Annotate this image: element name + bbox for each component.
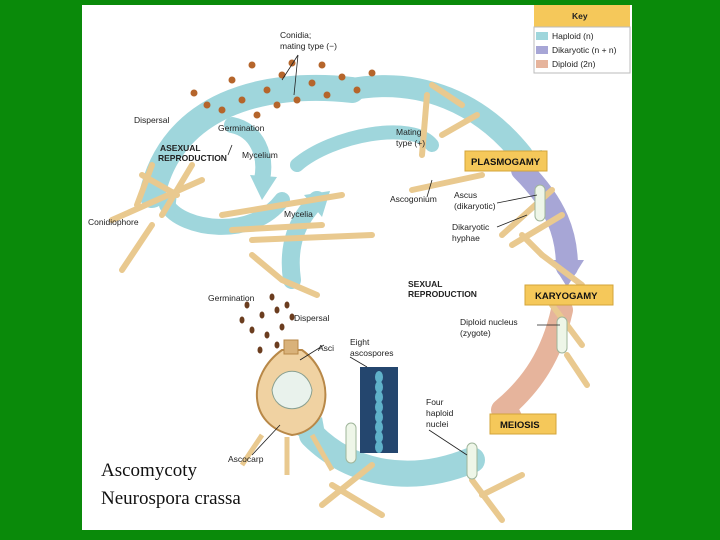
- label-ascospores: ascospores: [350, 348, 393, 358]
- key-legend: Key Haploid (n) Dikaryotic (n + n) Diplo…: [533, 5, 631, 74]
- caption: Ascomycoty Neurospora crassa: [101, 457, 321, 513]
- hyphae: [109, 82, 590, 523]
- label-asexual: ASEXUAL: [160, 143, 201, 153]
- label-germination-bottom: Germination: [208, 293, 255, 303]
- ascocarp: [239, 339, 335, 475]
- neurospora-life-cycle-diagram: Key Haploid (n) Dikaryotic (n + n) Diplo…: [88, 5, 631, 523]
- label-diploid-nucleus: Diploid nucleus: [460, 317, 518, 327]
- asci-capsules: [345, 184, 568, 480]
- arrow-germination-mycelium: [224, 117, 272, 188]
- key-dikaryotic: Dikaryotic (n + n): [552, 45, 617, 55]
- label-ascocarp: Ascocarp: [228, 454, 264, 464]
- eight-ascospores-inset: [360, 367, 398, 453]
- caption-line-2: Neurospora crassa: [101, 488, 241, 509]
- label-four: Four: [426, 397, 444, 407]
- label-conidia: Conidia;: [280, 30, 311, 40]
- arrowhead-mycelium: [250, 175, 277, 200]
- haploid-arrows: [139, 74, 533, 487]
- label-ascus-dikaryotic: (dikaryotic): [454, 201, 496, 211]
- label-hyphae: hyphae: [452, 233, 480, 243]
- label-germination-top: Germination: [218, 123, 265, 133]
- label-dispersal-top: Dispersal: [134, 115, 170, 125]
- diploid-arrows: [491, 299, 573, 425]
- caption-line-1: Ascomycoty: [101, 460, 198, 481]
- label-sexual-reproduction: REPRODUCTION: [408, 289, 477, 299]
- label-conidiophore: Conidiophore: [88, 217, 139, 227]
- label-asexual-reproduction: REPRODUCTION: [158, 153, 227, 163]
- leader-lines: [227, 54, 560, 456]
- label-eight: Eight: [350, 337, 370, 347]
- svg-text:MEIOSIS: MEIOSIS: [500, 420, 540, 431]
- label-haploid: haploid: [426, 408, 454, 418]
- arrow-dispersal-top: [139, 74, 365, 208]
- conidia-spores: [190, 59, 376, 119]
- label-mycelium: Mycelium: [242, 150, 278, 160]
- stage-karyogamy: KARYOGAMY: [524, 284, 614, 306]
- arrowhead-return: [297, 417, 328, 450]
- stage-plasmogamy: PLASMOGAMY: [464, 150, 548, 172]
- key-title: Key: [572, 11, 588, 21]
- svg-text:KARYOGAMY: KARYOGAMY: [535, 291, 598, 302]
- label-nuclei: nuclei: [426, 419, 448, 429]
- ascospores-dispersal: [239, 293, 295, 354]
- key-diploid: Diploid (2n): [552, 59, 596, 69]
- diagram-labels: Conidia; mating type (−) Dispersal Germi…: [88, 30, 518, 464]
- label-mating-plus: Mating: [396, 127, 422, 137]
- key-haploid: Haploid (n): [552, 31, 594, 41]
- label-sexual: SEXUAL: [408, 279, 442, 289]
- label-dikaryotic-hyphae: Dikaryotic: [452, 222, 490, 232]
- label-mycelia: Mycelia: [284, 209, 313, 219]
- label-zygote: (zygote): [460, 328, 491, 338]
- label-ascogonium: Ascogonium: [390, 194, 437, 204]
- label-ascus: Ascus: [454, 190, 477, 200]
- label-asci: Asci: [318, 343, 334, 353]
- stage-meiosis: MEIOSIS: [489, 413, 557, 435]
- label-mating-minus: mating type (−): [280, 41, 337, 51]
- arrow-germination-up: [281, 191, 326, 289]
- label-dispersal-bottom: Dispersal: [294, 313, 330, 323]
- label-mating-type-plus: type (+): [396, 138, 425, 148]
- svg-text:PLASMOGAMY: PLASMOGAMY: [471, 157, 541, 168]
